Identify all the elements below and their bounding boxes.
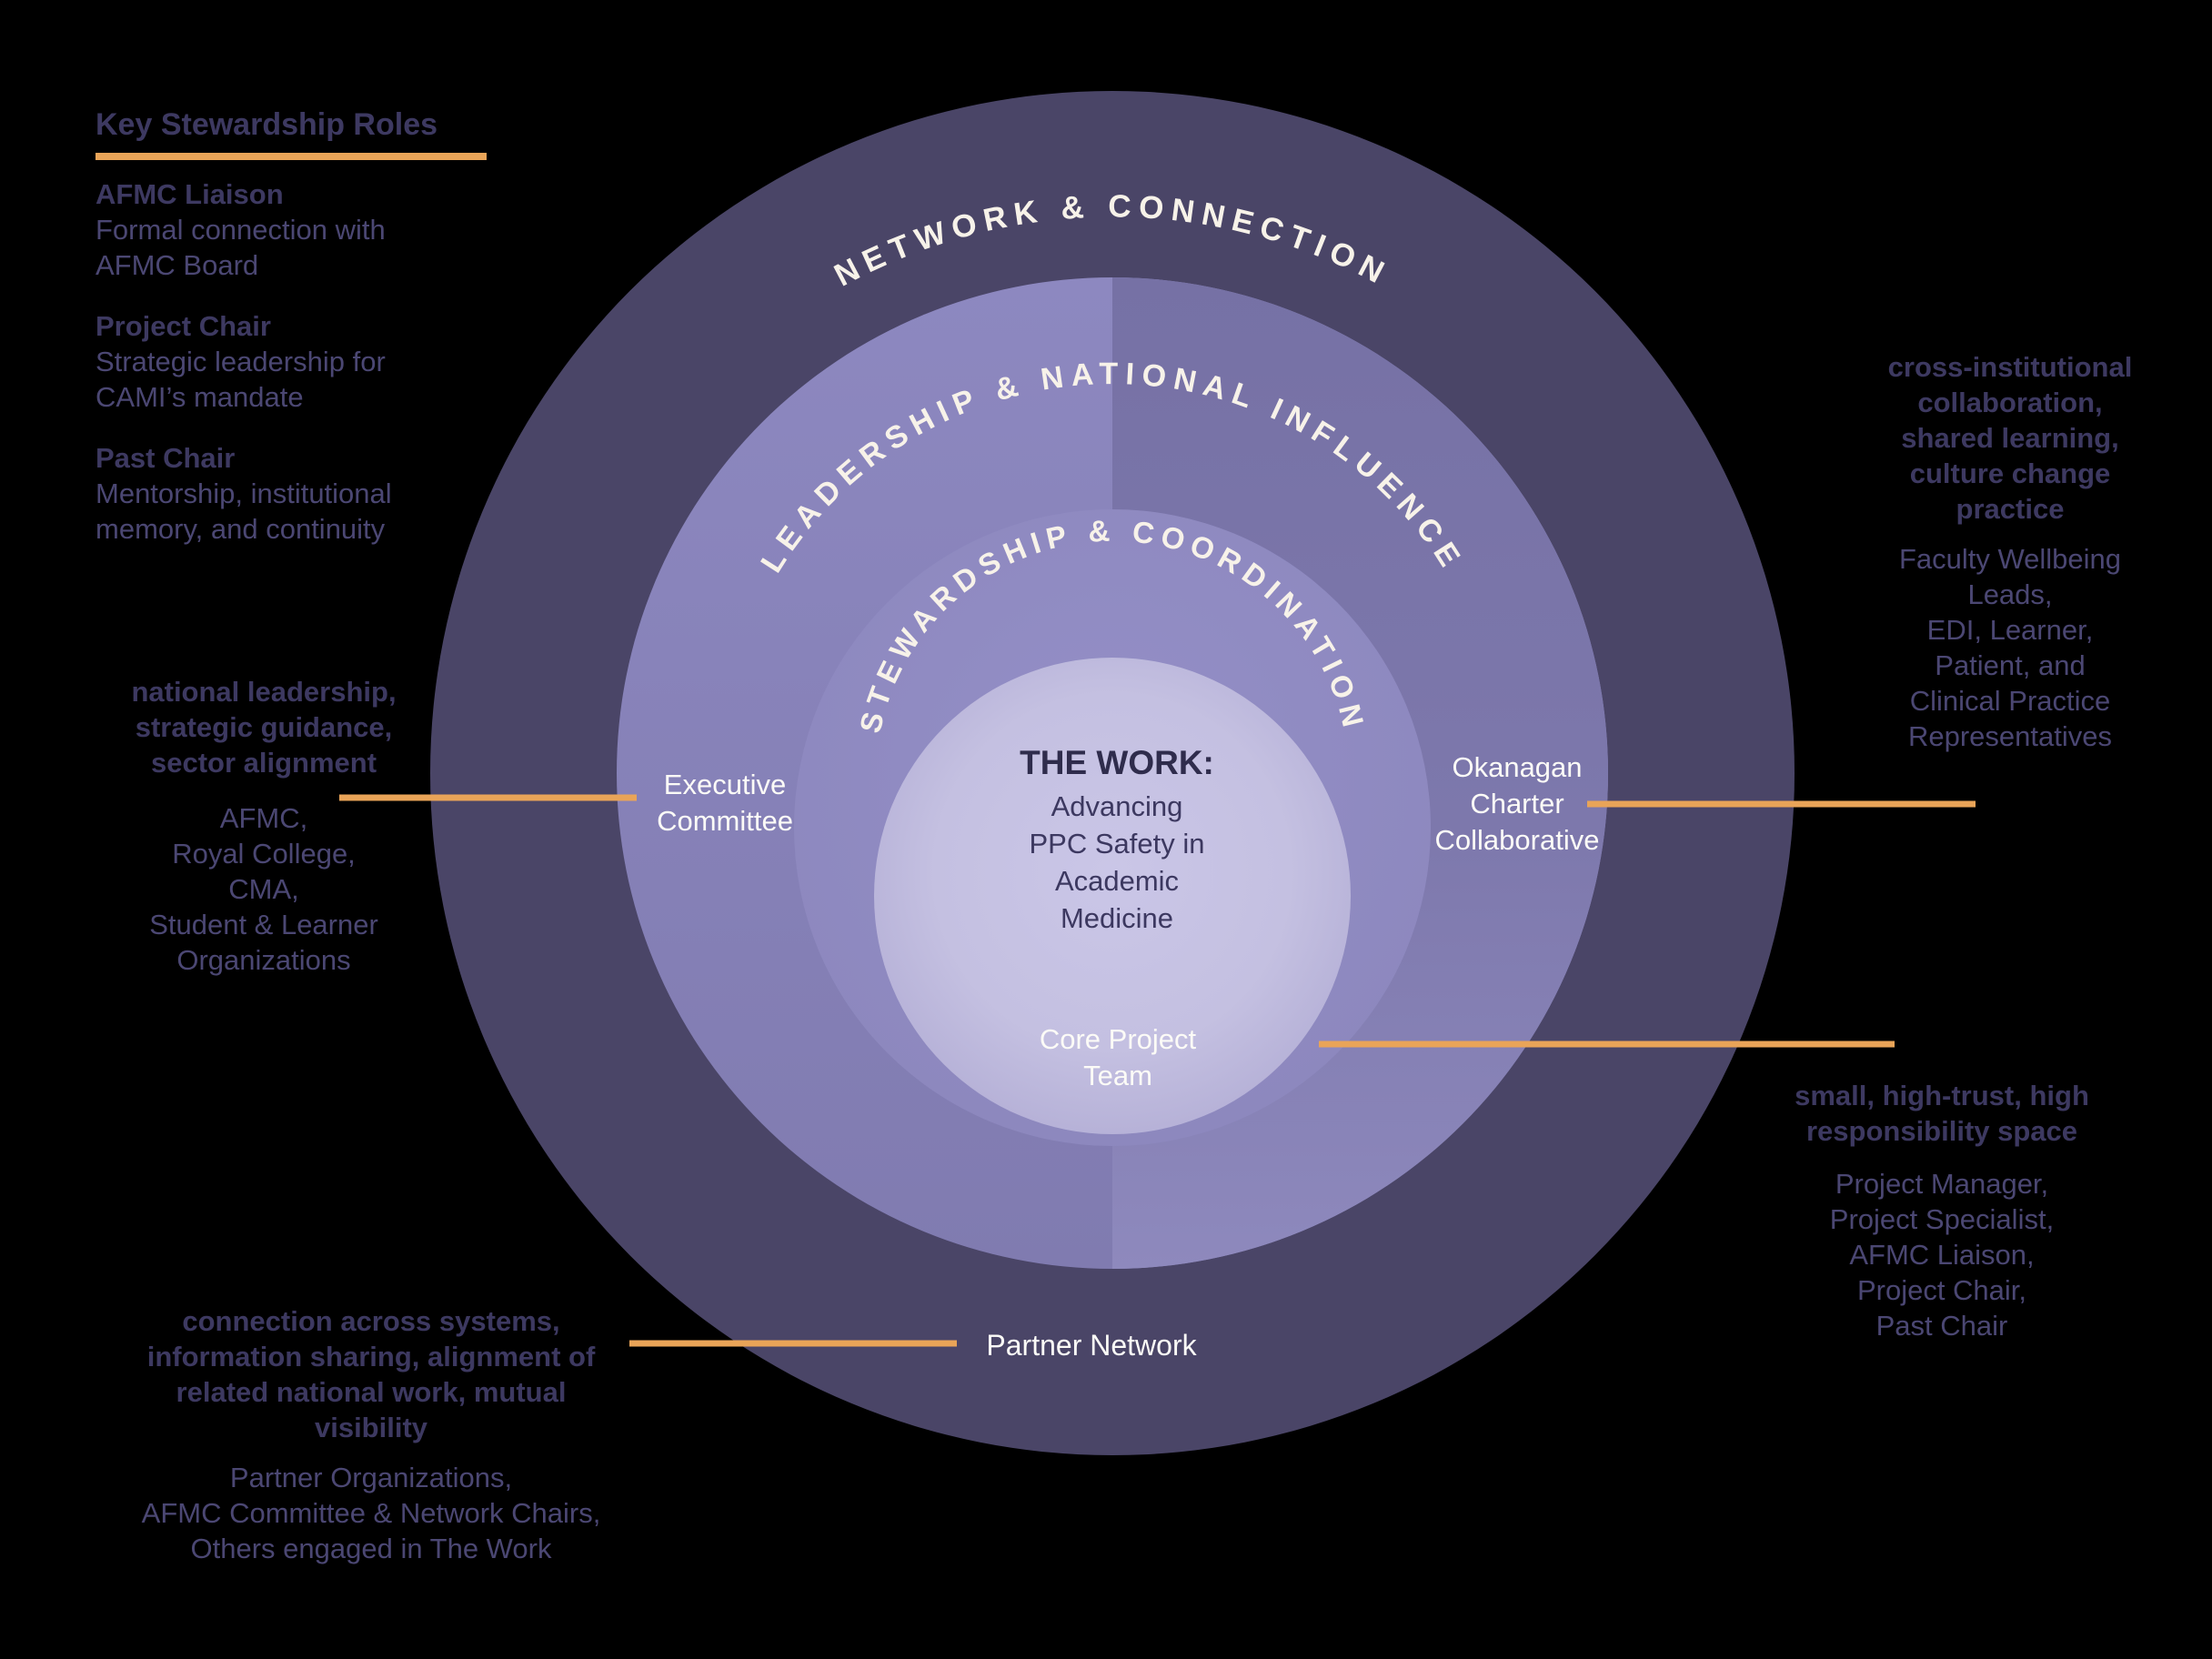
annotation-bold: small, high-trust, high responsibility s… [1795,1080,2089,1147]
key-roles-heading: Key Stewardship Roles [96,107,438,142]
key-roles-list: AFMC Liaison Formal connection with AFMC… [96,176,605,547]
label-core-project-team: Core Project Team [1039,1023,1197,1091]
annotation-bold: national leadership, strategic guidance,… [131,676,397,779]
label-partner-network: Partner Network [986,1329,1197,1362]
annotation-okanagan-collaborative: cross-institutional collaboration, share… [1810,349,2210,754]
annotation-partner-network: connection across systems, information s… [98,1303,644,1566]
role-afmc-liaison: AFMC Liaison Formal connection with AFMC… [96,178,386,281]
key-stewardship-roles-block: Key Stewardship Roles AFMC Liaison Forma… [96,106,605,572]
annotation-list: Partner Organizations, AFMC Committee & … [141,1462,601,1564]
annotation-bold: cross-institutional collaboration, share… [1887,351,2133,525]
center-circle-the-work [874,658,1351,1134]
annotation-executive-committee: national leadership, strategic guidance,… [27,674,500,978]
annotation-list: Project Manager, Project Specialist, AFM… [1829,1168,2055,1342]
role-past-chair: Past Chair Mentorship, institutional mem… [96,442,392,545]
annotation-bold: connection across systems, information s… [146,1305,596,1443]
center-body: Advancing PPC Safety in Academic Medicin… [1029,790,1205,934]
role-project-chair: Project Chair Strategic leadership for C… [96,310,386,413]
annotation-list: Faculty Wellbeing Leads, EDI, Learner, P… [1898,543,2122,752]
label-executive-committee: Executive Committee [657,769,793,837]
center-text-block: THE WORK: Advancing PPC Safety in Academ… [930,744,1303,937]
annotation-list: AFMC, Royal College, CMA, Student & Lear… [149,802,378,976]
accent-underline [96,153,487,160]
label-okanagan-charter-collaborative: Okanagan Charter Collaborative [1434,751,1600,856]
center-title: THE WORK: [1020,744,1214,781]
annotation-core-project-team: small, high-trust, high responsibility s… [1719,1078,2165,1343]
